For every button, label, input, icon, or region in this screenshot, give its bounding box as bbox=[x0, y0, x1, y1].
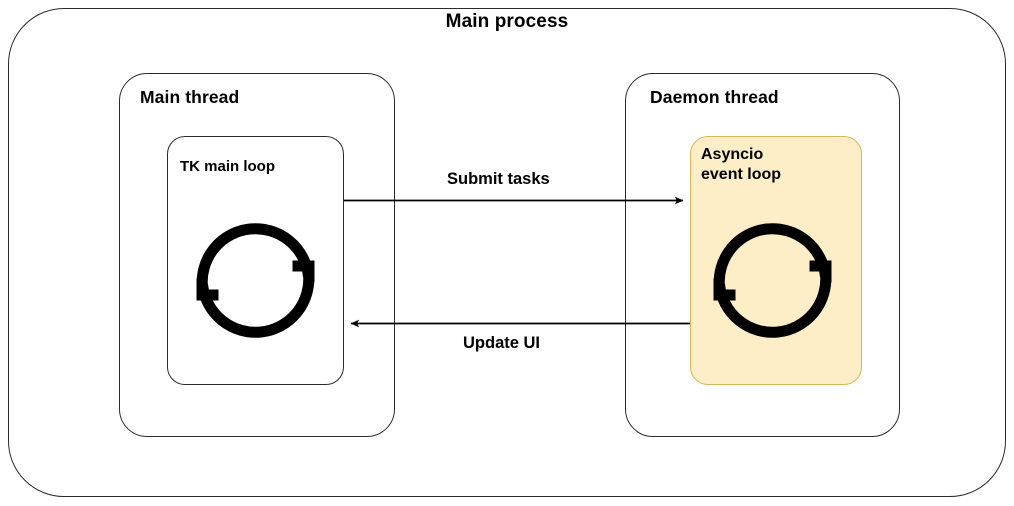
daemon-thread-label: Daemon thread bbox=[650, 87, 779, 107]
main-thread-label: Main thread bbox=[140, 87, 240, 107]
asyncio-event-loop-label-line-2: event loop bbox=[701, 165, 782, 183]
asyncio-event-loop-label-line-1: Asyncio bbox=[701, 146, 764, 163]
tk-main-loop-label: TK main loop bbox=[180, 158, 275, 175]
page-title: Main process bbox=[445, 11, 569, 32]
asyncio-event-loop-label: Asyncio event loop bbox=[701, 145, 781, 184]
update-ui-label: Update UI bbox=[463, 334, 541, 352]
submit-tasks-label: Submit tasks bbox=[447, 170, 550, 188]
main-process-container bbox=[8, 8, 1006, 497]
